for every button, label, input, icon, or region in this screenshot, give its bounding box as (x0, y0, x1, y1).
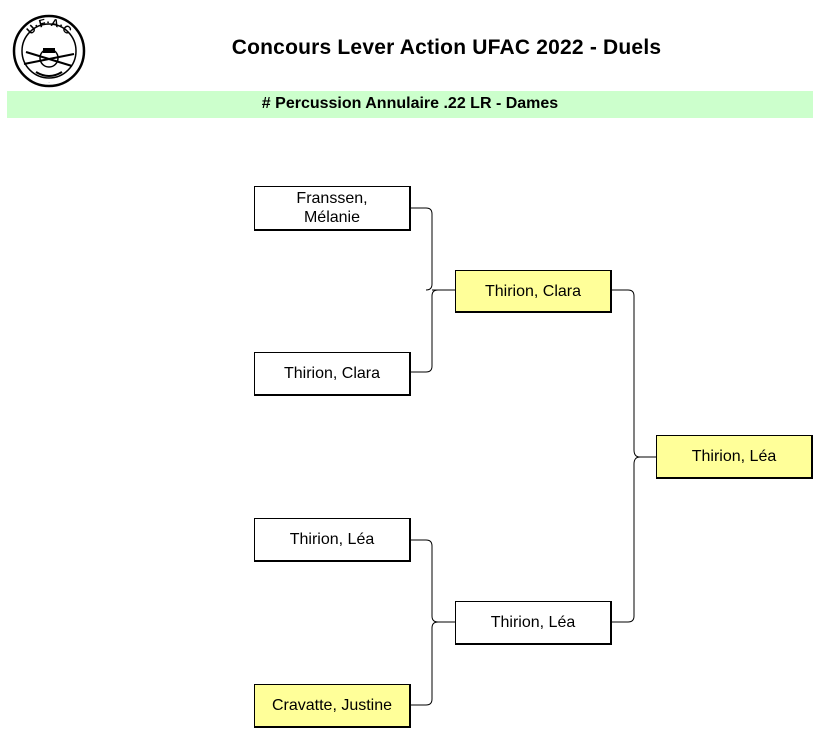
svg-text:·: · (48, 80, 49, 85)
competitor-name: Thirion, Léa (289, 531, 375, 548)
competitor-name: Cravatte, Justine (271, 697, 393, 714)
bracket-slot-round2-1: Thirion, Clara (455, 270, 612, 313)
page-title: Concours Lever Action UFAC 2022 - Duels (231, 36, 662, 59)
bracket-slot-round1-2: Thirion, Clara (254, 352, 411, 396)
competitor-name: Thirion, Léa (691, 448, 777, 465)
bracket-slot-round1-1: Franssen, Mélanie (254, 186, 411, 231)
category-banner: # Percussion Annulaire .22 LR - Dames (7, 91, 813, 118)
svg-text:U·F·A·C: U·F·A·C (25, 17, 74, 37)
ufac-logo: U·F·A·C · (12, 14, 86, 88)
competitor-name: Thirion, Léa (490, 614, 576, 631)
connector-r1-top (410, 207, 455, 373)
connector-r2-final (611, 289, 656, 623)
bracket-slot-final: Thirion, Léa (656, 435, 813, 479)
category-title: # Percussion Annulaire .22 LR - Dames (261, 95, 559, 112)
connector-r1-bottom (410, 539, 455, 706)
competitor-name: Thirion, Clara (283, 365, 381, 382)
competitor-name: Thirion, Clara (484, 282, 582, 300)
bracket-slot-round1-3: Thirion, Léa (254, 518, 411, 562)
bracket-slot-round1-4: Cravatte, Justine (254, 684, 411, 728)
bracket-slot-round2-2: Thirion, Léa (455, 601, 612, 645)
competitor-name: Franssen, Mélanie (296, 190, 368, 226)
